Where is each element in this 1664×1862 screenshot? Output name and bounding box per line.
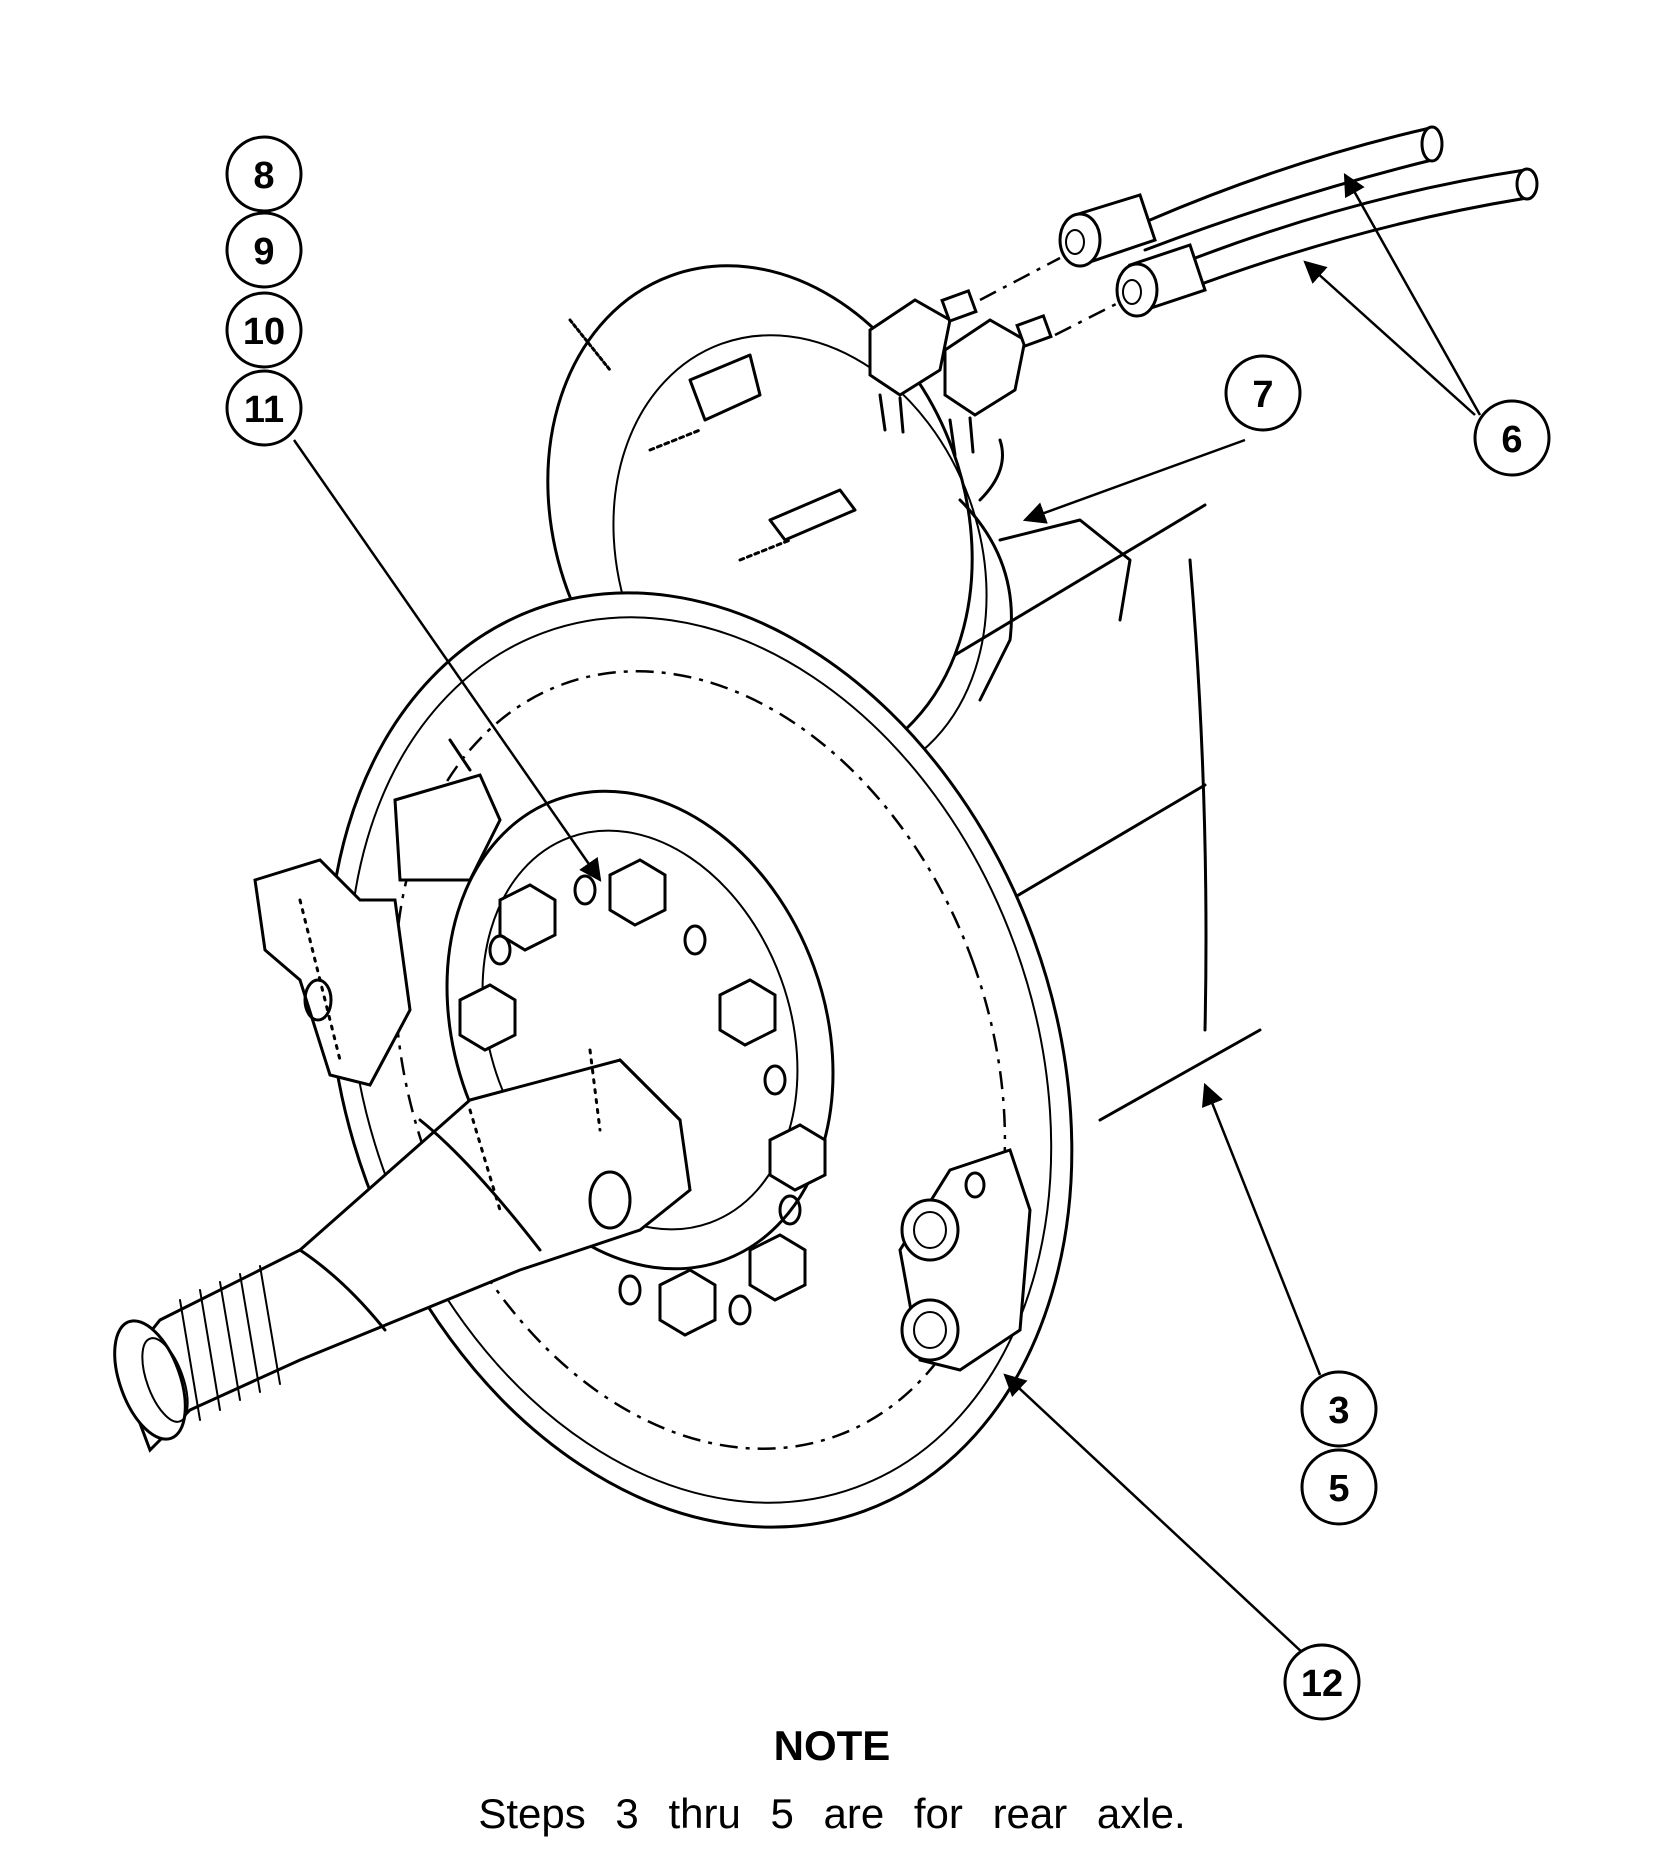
callout-6: 6	[1473, 399, 1551, 477]
spindle	[113, 1048, 692, 1453]
note-text: Steps 3 thru 5 are for rear axle.	[478, 1790, 1186, 1837]
callout-11-label: 11	[244, 389, 284, 431]
callout-6-label: 6	[1501, 419, 1522, 461]
brake-hoses	[979, 125, 1539, 337]
callout-9-label: 9	[253, 231, 274, 273]
callout-3: 3	[1300, 1370, 1378, 1448]
callout-5-label: 5	[1328, 1468, 1349, 1510]
callout-9: 9	[225, 211, 303, 289]
leader-lines	[292, 173, 1482, 1656]
callout-7: 7	[1224, 354, 1302, 432]
brake-chamber-fittings	[568, 288, 1053, 562]
anchor-bracket	[253, 738, 1032, 1372]
note-heading: NOTE	[773, 1722, 891, 1769]
callout-8-label: 8	[253, 155, 274, 197]
callout-12-label: 12	[1301, 1663, 1343, 1705]
callout-10: 10	[225, 291, 303, 369]
callout-10-label: 10	[243, 311, 285, 353]
callout-12: 12	[1283, 1643, 1361, 1721]
callout-11: 11	[225, 369, 303, 447]
callout-8: 8	[225, 135, 303, 213]
callout-7-label: 7	[1252, 374, 1273, 416]
callout-5: 5	[1300, 1448, 1378, 1526]
callout-3-label: 3	[1328, 1390, 1349, 1432]
